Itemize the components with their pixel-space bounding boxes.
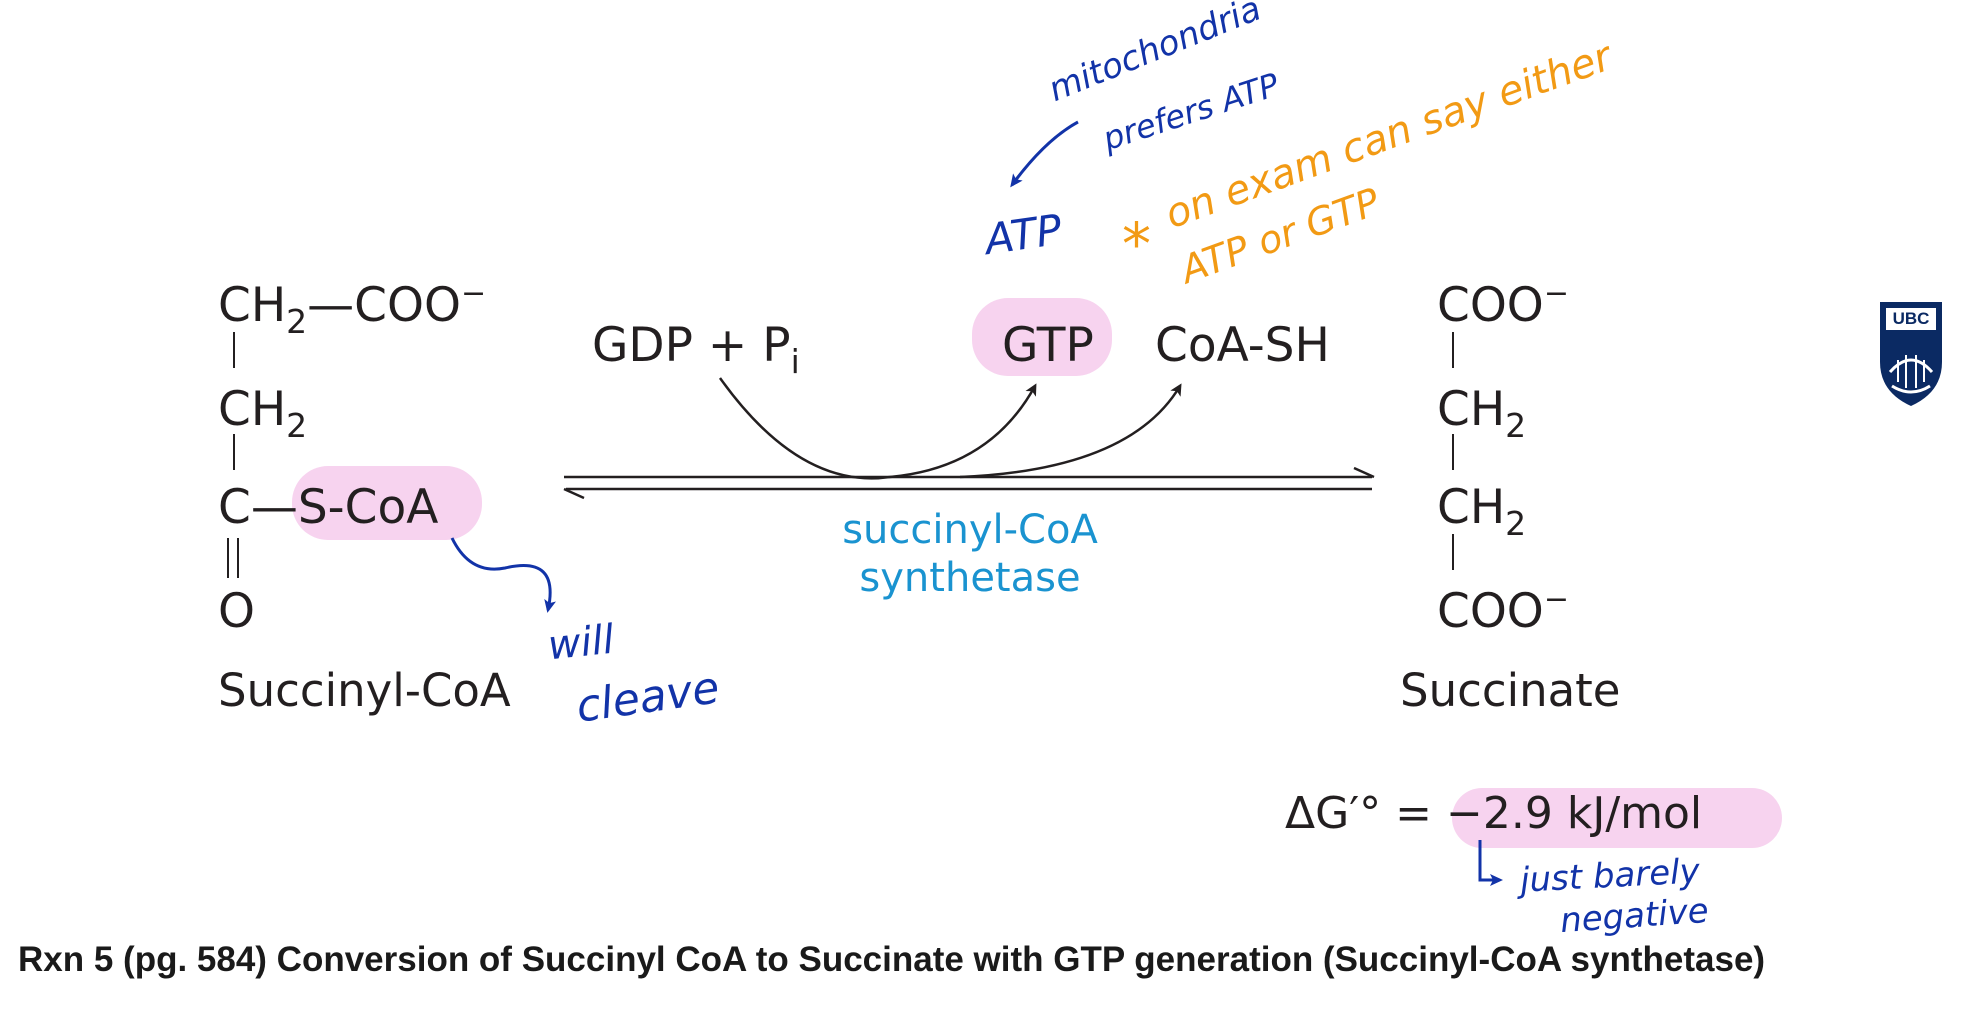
bond-line	[1452, 534, 1454, 570]
bond-line	[1452, 332, 1454, 368]
succinyl-coa-row3: C—S-CoA	[218, 480, 439, 535]
gdp-pi-label: GDP + Pi	[592, 318, 800, 381]
orange-star: *	[1122, 210, 1151, 278]
double-bond-line	[227, 538, 229, 578]
succinyl-coa-row1: CH2—COO−	[218, 276, 487, 341]
coa-sh-label: CoA-SH	[1155, 318, 1330, 373]
barely-arrow	[1478, 840, 1503, 886]
succinate-name: Succinate	[1400, 664, 1621, 717]
succinyl-coa-oxygen: O	[218, 584, 255, 639]
reverse-arrowhead	[563, 487, 585, 500]
succinate-ch2-2: CH2	[1437, 480, 1527, 543]
gdp-to-gtp-curve	[718, 377, 1037, 480]
succinyl-coa-name: Succinyl-CoA	[218, 664, 511, 717]
bond-line	[233, 332, 235, 368]
enzyme-label: succinyl-CoA synthetase	[842, 507, 1098, 601]
s-coa-highlight	[292, 466, 482, 540]
coa-sh-release-curve	[959, 383, 1182, 479]
ubc-logo: UBC	[1878, 300, 1944, 408]
delta-g-value-highlight	[1452, 788, 1782, 848]
mito-arrow	[1010, 120, 1079, 188]
succinate-ch2-1: CH2	[1437, 382, 1527, 445]
will-cleave-arrow	[450, 537, 556, 613]
gtp-highlight	[972, 298, 1112, 376]
s-coa-group: S-CoA	[297, 480, 439, 535]
will-note: will	[545, 616, 617, 670]
double-bond-line	[237, 538, 239, 578]
succinyl-coa-row2: CH2	[218, 382, 308, 445]
gtp-label: GTP	[1002, 318, 1094, 373]
delta-g-value: −2.9 kJ/mol	[1446, 788, 1703, 839]
forward-arrowhead	[1353, 466, 1375, 479]
succinate-top: COO−	[1437, 276, 1569, 333]
delta-g: ΔG′° = −2.9 kJ/mol	[1285, 788, 1703, 839]
bond-line	[1452, 434, 1454, 470]
bond-line	[233, 434, 235, 470]
succinate-bottom: COO−	[1437, 582, 1569, 639]
ubc-logo-text: UBC	[1892, 309, 1930, 328]
slide-caption: Rxn 5 (pg. 584) Conversion of Succinyl C…	[18, 940, 1766, 979]
